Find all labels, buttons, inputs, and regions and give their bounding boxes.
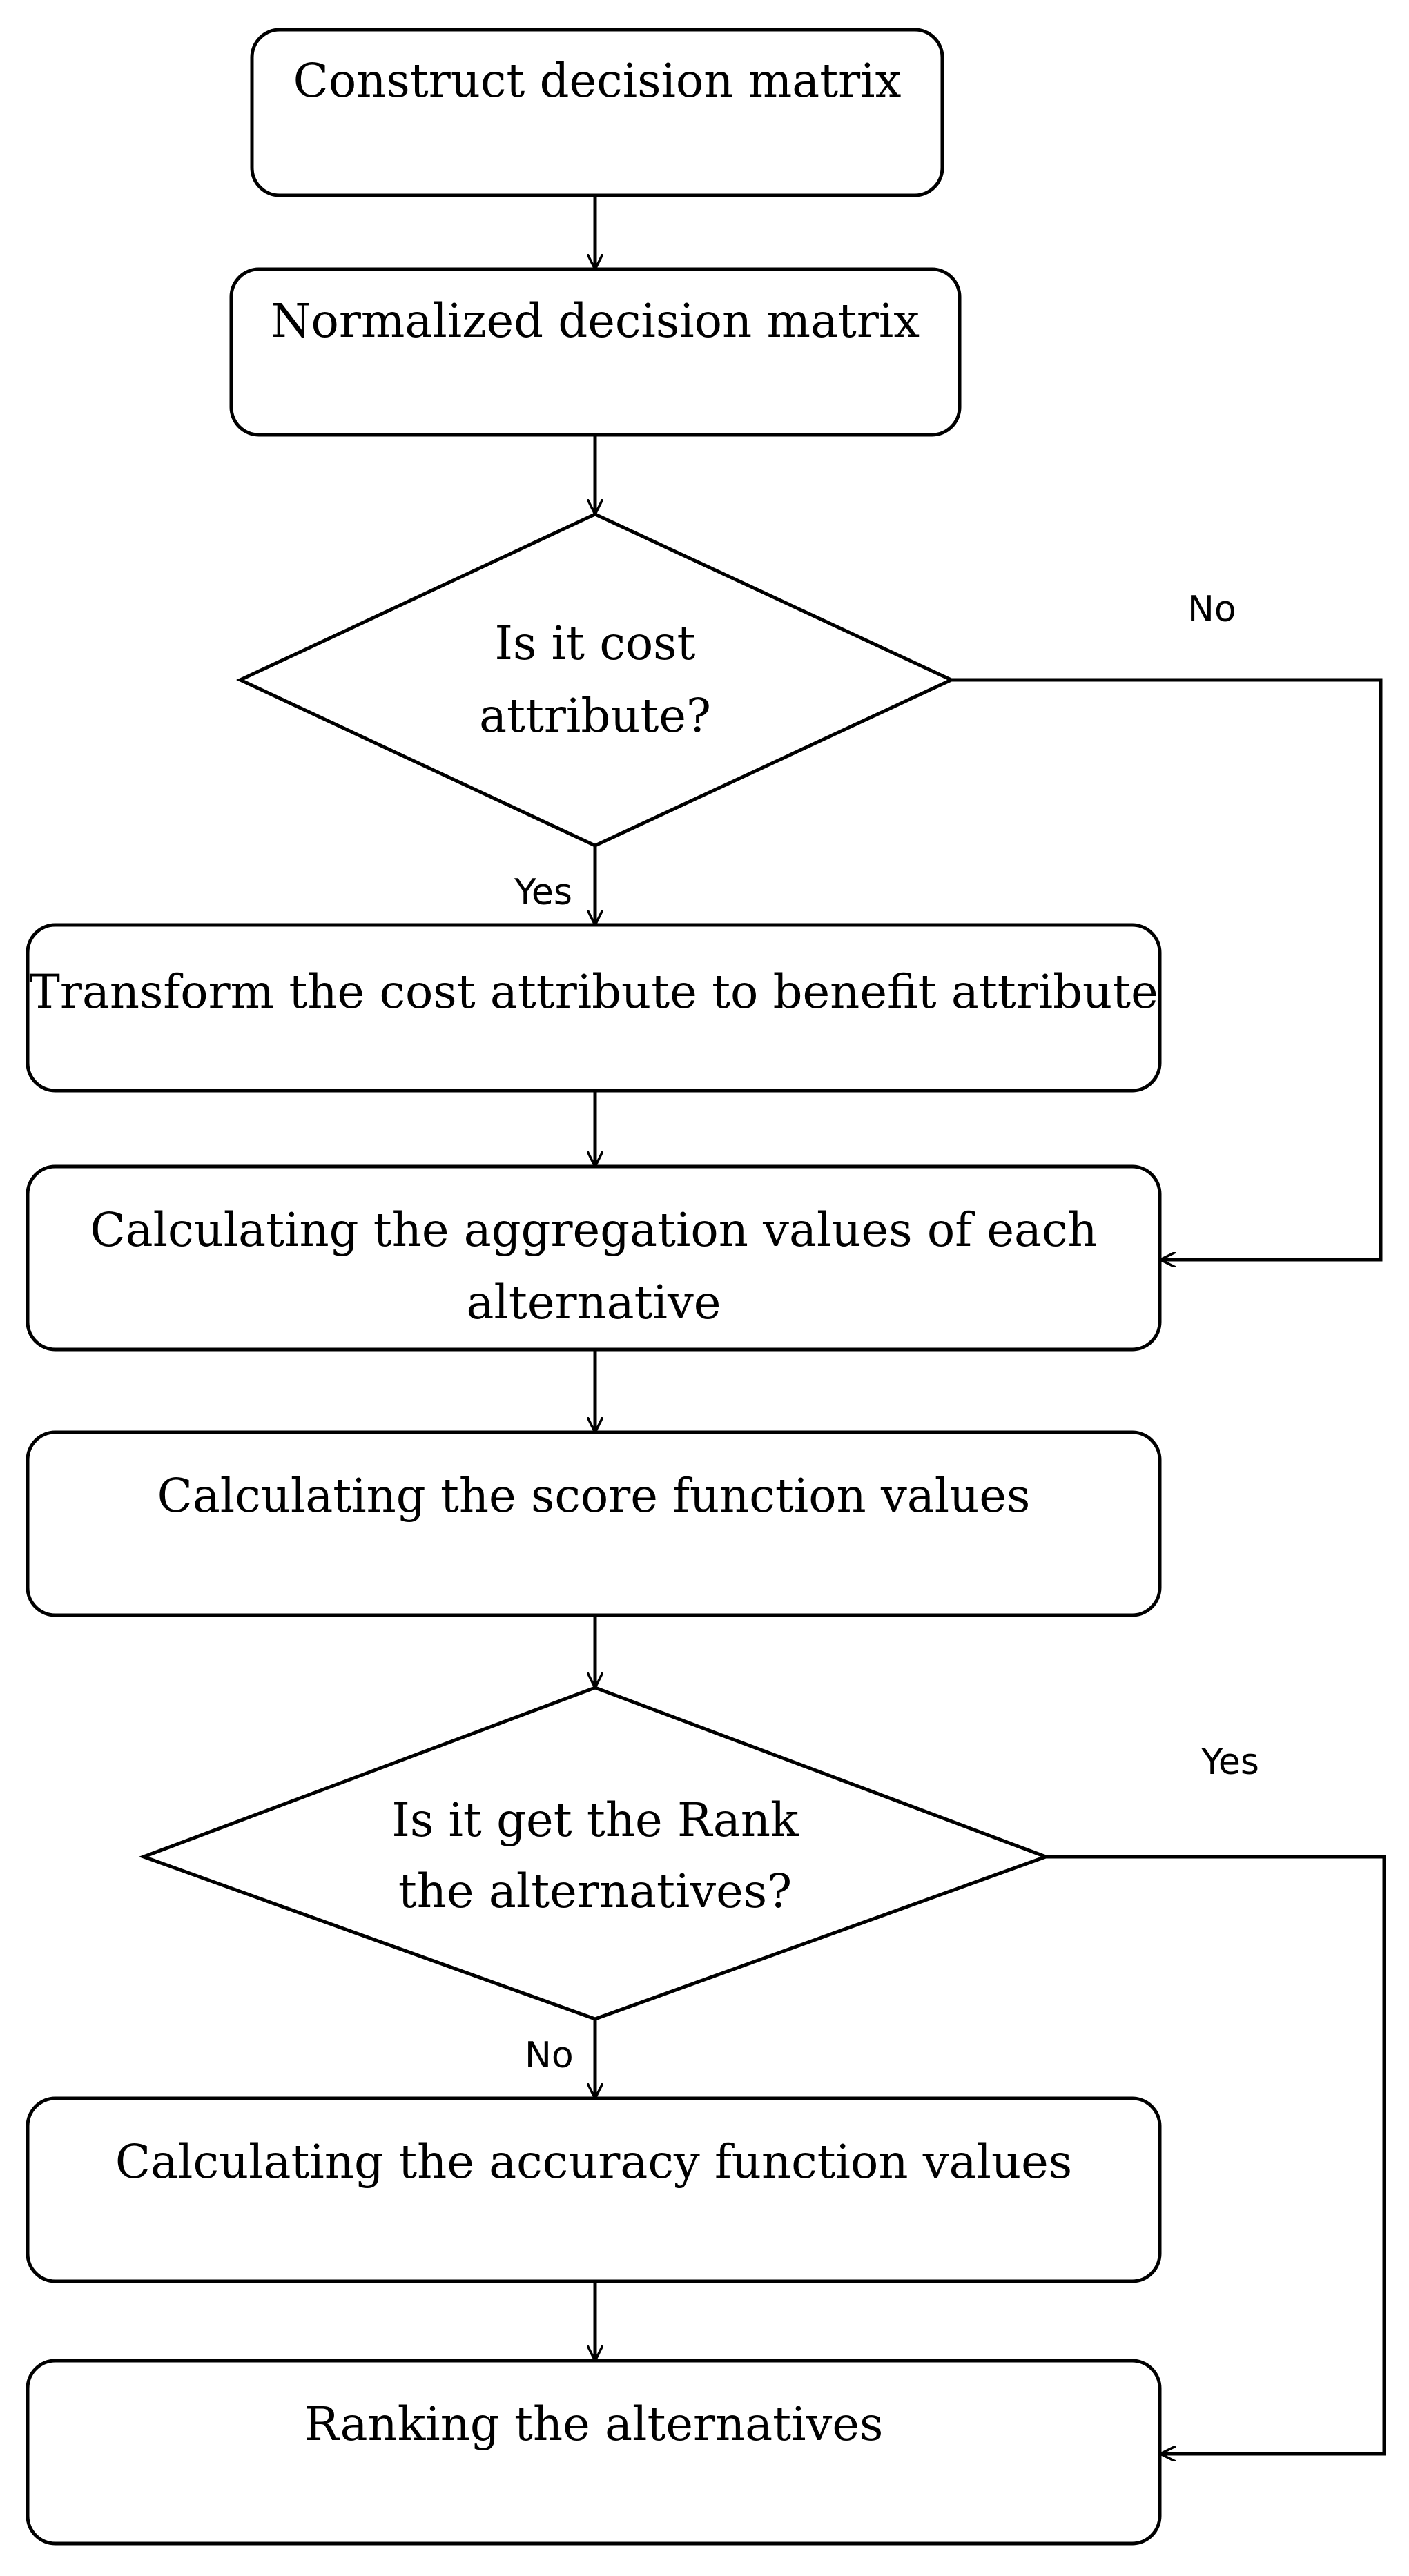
edge-label-rank-no: No: [525, 2035, 574, 2076]
edge-label-cost-no: No: [1187, 589, 1236, 630]
normalized-matrix-label: Normalized decision matrix: [271, 294, 920, 348]
aggregation-label-line2: alternative: [467, 1276, 721, 1329]
cost-decision-line2: attribute?: [479, 689, 711, 743]
construct-matrix-box: [250, 28, 944, 197]
rank-decision: [138, 1686, 1051, 2021]
edge-label-cost-yes: Yes: [514, 872, 572, 913]
cost-decision-line1: Is it cost: [495, 616, 696, 670]
score-function-box: [26, 1430, 1162, 1617]
ranking-label: Ranking the alternatives: [304, 2397, 884, 2451]
cost-attribute-decision: [236, 512, 955, 848]
accuracy-function-label: Calculating the accuracy function values: [115, 2135, 1072, 2189]
aggregation-label-line1: Calculating the aggregation values of ea…: [90, 1203, 1097, 1257]
rank-decision-line1: Is it get the Rank: [391, 1793, 799, 1847]
accuracy-function-box: [26, 2096, 1162, 2283]
edge-label-rank-yes: Yes: [1201, 1741, 1259, 1783]
rank-decision-line2: the alternatives?: [398, 1864, 792, 1918]
construct-matrix-label: Construct decision matrix: [293, 54, 902, 108]
edge-cost-no-to-aggregation: [951, 678, 1383, 1260]
transform-attribute-label: Transform the cost attribute to benefit …: [29, 965, 1158, 1019]
ranking-box: [26, 2359, 1162, 2546]
score-function-label: Calculating the score function values: [157, 1469, 1031, 1523]
edge-rank-yes-to-ranking: [1046, 1855, 1386, 2454]
